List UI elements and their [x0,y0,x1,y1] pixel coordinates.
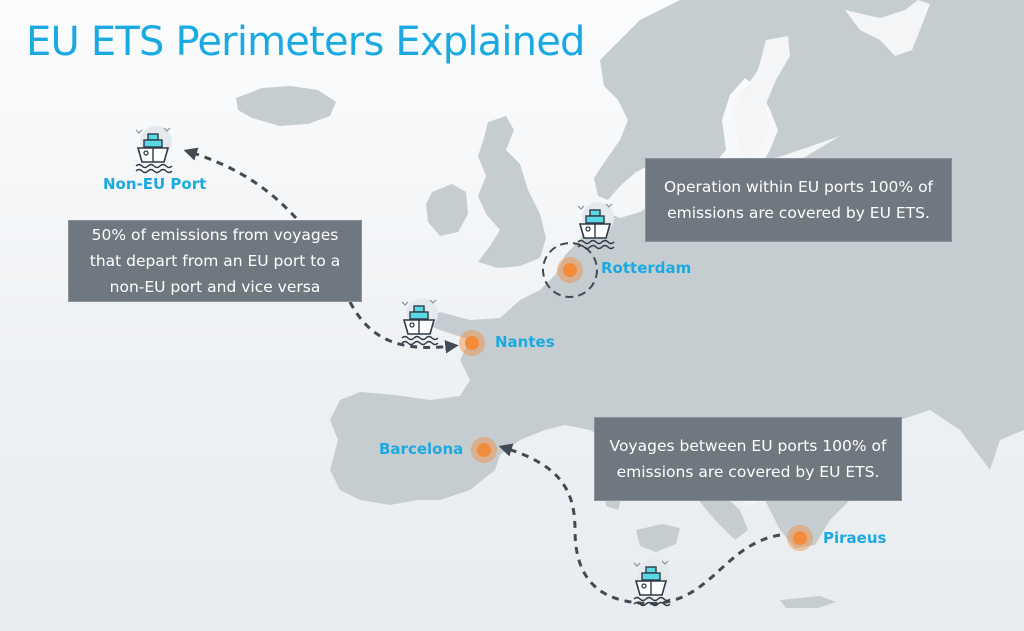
port-label-barcelona[interactable]: Barcelona [379,440,464,458]
port-marker-icon-nantes[interactable] [459,330,485,356]
infobox-text: Operation within EU ports 100% of emissi… [663,178,934,222]
ireland-landmass [426,184,468,236]
page-title: EU ETS Perimeters Explained [26,19,585,65]
port-marker-icon-barcelona[interactable] [471,437,497,463]
ship-icon-rotterdam [577,202,615,250]
gulf-of-bothnia [732,36,790,160]
infobox-between-eu-ports: Voyages between EU ports 100% of emissio… [594,417,902,501]
ship-icon-non-eu [135,126,173,174]
white-sea [845,0,930,56]
port-marker-icon-piraeus[interactable] [787,525,813,551]
sicily-landmass [636,524,680,552]
port-label-nantes[interactable]: Nantes [495,333,555,351]
infobox-non-eu-voyages: 50% of emissions from voyages that depar… [68,220,362,302]
port-label-piraeus[interactable]: Piraeus [823,529,887,547]
port-label-rotterdam[interactable]: Rotterdam [601,259,692,277]
crete-landmass [780,596,836,608]
ship-icon-mediterranean [633,559,671,607]
mainland-europe-landmass [330,0,1024,548]
port-marker-icon-rotterdam[interactable] [557,257,583,283]
infobox-text: Voyages between EU ports 100% of emissio… [609,437,887,481]
infobox-text: 50% of emissions from voyages that depar… [89,226,341,296]
iceland-landmass [236,86,336,126]
ship-icon-nantes [401,298,439,346]
port-label-non-eu[interactable]: Non-EU Port [103,175,207,193]
great-britain-landmass [478,116,546,268]
infobox-within-eu-ports: Operation within EU ports 100% of emissi… [645,158,952,242]
